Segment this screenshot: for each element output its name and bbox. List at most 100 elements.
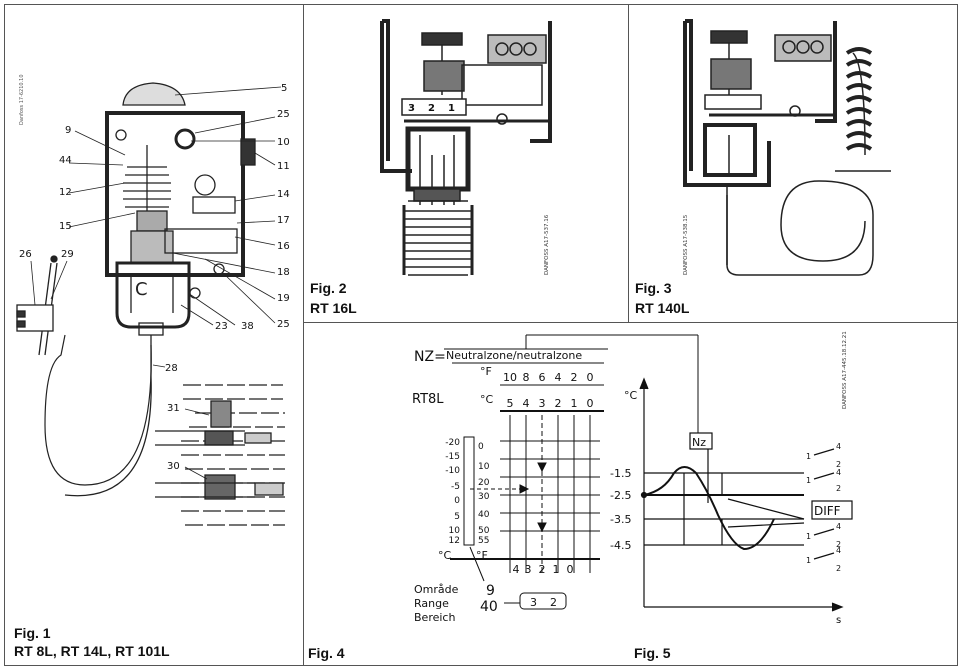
sw2-1: 1: [806, 476, 811, 485]
callout-23: 23: [215, 321, 228, 332]
fig1-drawing: C: [16, 74, 290, 526]
left-f-10: 10: [478, 462, 490, 472]
fig5-y-unit: °C: [624, 389, 638, 402]
fig5-x-unit: s: [836, 615, 841, 626]
callout-9: 9: [65, 125, 71, 136]
callout-28: 28: [165, 363, 178, 374]
callout-31: 31: [167, 403, 180, 414]
callout-25-bottom: 25: [277, 319, 290, 330]
left-c-10: 10: [449, 526, 461, 536]
left-c-5: 5: [454, 512, 460, 522]
svg-text:C: C: [135, 279, 148, 300]
left-c--10: -10: [445, 466, 460, 476]
f-scale-4: 4: [555, 371, 562, 384]
fig3-drawing: DANFOSS A17-538.15: [683, 19, 891, 276]
sw1-1: 1: [806, 452, 811, 461]
sw3-2: 2: [836, 540, 841, 549]
sw1-4: 4: [836, 442, 841, 451]
callout-18: 18: [277, 267, 290, 278]
fig2-drawing: 3 2 1 DANFOSS A17-537.16: [380, 19, 552, 276]
callout-29: 29: [61, 249, 74, 260]
sw2-2: 2: [836, 484, 841, 493]
fig5-title: Fig. 5: [634, 645, 671, 661]
f-scale-10: 10: [503, 371, 517, 384]
left-f-40: 40: [478, 510, 490, 520]
callout-fig4-9: 9: [486, 583, 495, 599]
left-c--15: -15: [445, 452, 460, 462]
c-scale-0: 0: [587, 397, 594, 410]
c-scale-3: 3: [539, 397, 546, 410]
callout-16: 16: [277, 241, 290, 252]
fig3-subtitle: RT 140L: [635, 300, 690, 316]
bottom-1: 1: [553, 563, 560, 576]
callout-fig4-40: 40: [480, 599, 498, 615]
fig5-nz: Nz: [692, 436, 706, 449]
fig45-panel: NZ= Neutralzone/neutralzone RT8L °F °C: [303, 322, 958, 666]
callout-11: 11: [277, 161, 290, 172]
f-scale-0: 0: [587, 371, 594, 384]
callout-25-top: 25: [277, 109, 290, 120]
fig2-digit-3: 3: [408, 103, 415, 114]
c-scale-1: 1: [571, 397, 578, 410]
fig1-panel: C: [4, 4, 304, 666]
sw3-1: 1: [806, 532, 811, 541]
nz-label: NZ=: [414, 349, 446, 365]
sw1-2: 2: [836, 460, 841, 469]
left-c-12: 12: [449, 536, 460, 546]
left-c--5: -5: [451, 482, 460, 492]
left-c-0: 0: [454, 496, 460, 506]
fig3-title: Fig. 3: [635, 280, 672, 296]
sw4-2: 2: [836, 564, 841, 573]
fig5-level-2: -2.5: [610, 489, 631, 502]
fig5-level-1: -1.5: [610, 467, 631, 480]
fig5-stamp: DANFOSS A17-445.18.12.21: [842, 331, 848, 409]
f-scale-8: 8: [523, 371, 530, 384]
callout-44: 44: [59, 155, 72, 166]
left-f-50: 50: [478, 526, 490, 536]
fig1-subtitle: RT 8L, RT 14L, RT 101L: [14, 643, 170, 659]
unit-c: °C: [480, 393, 494, 406]
left-f-20: 20: [478, 478, 490, 488]
callout-26: 26: [19, 249, 32, 260]
axis-c: °C: [438, 549, 452, 562]
left-f-0: 0: [478, 442, 484, 452]
fig2-digit-1: 1: [448, 103, 455, 114]
axis-f: °F: [476, 549, 488, 562]
bottom-3: 3: [525, 563, 532, 576]
range-omrade: Område: [414, 583, 459, 596]
callout-10: 10: [277, 137, 290, 148]
c-scale-2: 2: [555, 397, 562, 410]
fig3-stamp: DANFOSS A17-538.15: [683, 214, 689, 275]
callout-19: 19: [277, 293, 290, 304]
unit-f: °F: [480, 365, 492, 378]
callout-17: 17: [277, 215, 290, 226]
nz-text: Neutralzone/neutralzone: [446, 349, 582, 362]
sw3-4: 4: [836, 522, 841, 531]
callout-14: 14: [277, 189, 290, 200]
fig2-subtitle: RT 16L: [310, 300, 357, 316]
fig2-panel: 3 2 1 DANFOSS A17-537.16 Fig. 2 RT 16L: [303, 4, 630, 324]
f-scale-2: 2: [571, 371, 578, 384]
range-bereich: Bereich: [414, 611, 455, 624]
left-f-55: 55: [478, 536, 489, 546]
bottom-2: 2: [539, 563, 546, 576]
bottom-4: 4: [513, 563, 520, 576]
sw4-1: 1: [806, 556, 811, 565]
callout-30: 30: [167, 461, 180, 472]
fig5-diff: DIFF: [814, 504, 841, 518]
range-range: Range: [414, 597, 449, 610]
callout-38: 38: [241, 321, 254, 332]
fig3-panel: DANFOSS A17-538.15 Fig. 3 RT 140L: [628, 4, 958, 324]
c-scale-4: 4: [523, 397, 530, 410]
fig1-stamp: Danfoss 17-6210.10: [19, 74, 25, 125]
fig45-drawing: NZ= Neutralzone/neutralzone RT8L °F °C: [412, 331, 853, 626]
fig5-level-3: -3.5: [610, 513, 631, 526]
model-label: RT8L: [412, 392, 444, 407]
left-f-30: 30: [478, 492, 490, 502]
callout-15: 15: [59, 221, 72, 232]
c-scale-5: 5: [507, 397, 514, 410]
dial-2: 2: [550, 596, 557, 609]
sw4-4: 4: [836, 546, 841, 555]
f-scale-6: 6: [539, 371, 546, 384]
left-c--20: -20: [445, 438, 460, 448]
